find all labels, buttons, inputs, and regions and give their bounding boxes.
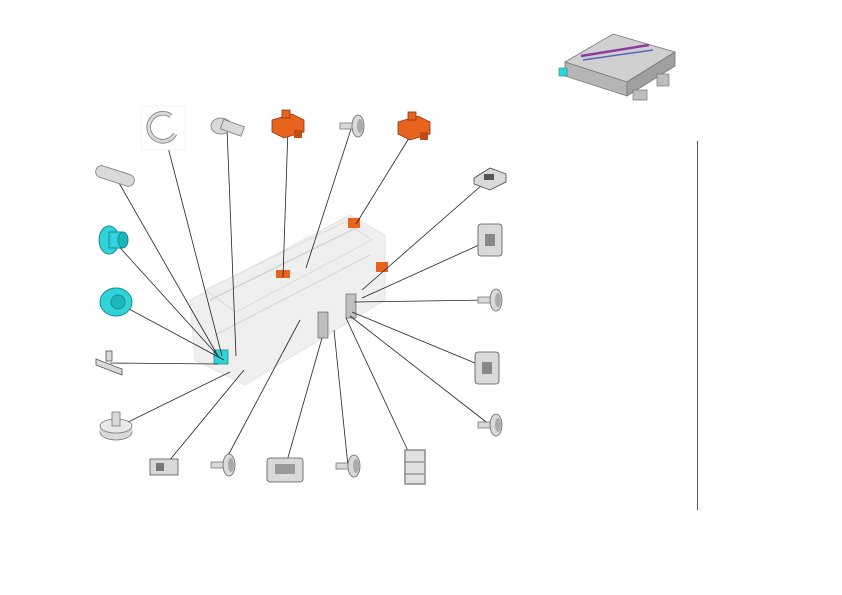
leader-line-cyan-bushing [115, 301, 225, 361]
clip-icon [473, 167, 507, 191]
leader-line-screw-bottom-small [222, 319, 301, 466]
leader-line-holder-right [361, 239, 491, 299]
leader-line-e-ring [162, 127, 223, 357]
holder-icon [477, 223, 503, 257]
holder-icon [474, 351, 500, 385]
e-ring-icon [140, 105, 186, 151]
part-icons [95, 105, 507, 485]
screw-icon [477, 413, 503, 437]
ghost-orange-part [376, 262, 388, 272]
leader-line-latch-bottom [163, 369, 245, 468]
leader-line-shoulder-screw-top [305, 125, 353, 269]
leader-line-screw-right [353, 299, 491, 303]
screw-icon [335, 454, 361, 478]
ghost-bracket [317, 311, 329, 339]
leader-line-cyan-gear [112, 239, 221, 359]
ghost-gear [213, 349, 229, 365]
leader-line-cam [115, 371, 231, 429]
assembly-thumbnail-body [558, 33, 676, 101]
screw-icon [210, 453, 236, 477]
bushing-icon [99, 287, 133, 317]
leader-line-orange-bracket-small [282, 127, 289, 278]
ghost-rail [214, 254, 371, 336]
latch-icon [149, 458, 179, 476]
ghost-top-face [204, 221, 373, 313]
shaft-icon [95, 165, 135, 187]
leader-line-orange-bracket-large [355, 129, 415, 225]
lever-icon [95, 350, 123, 376]
frame-icon [266, 457, 304, 483]
leader-line-plate-bottom [345, 317, 416, 467]
ghost-orange-part [348, 218, 360, 228]
leader-line-bracket-right [351, 311, 488, 369]
leader-lines [109, 125, 491, 469]
leader-line-clip-right-top [361, 177, 491, 291]
ghost-bracket [345, 293, 357, 319]
bracket-icon [397, 111, 431, 141]
cam-icon [99, 411, 133, 441]
plate-icon [404, 449, 426, 485]
assembly-thumbnail [558, 33, 676, 101]
leader-line-screw-right-bottom [349, 315, 491, 426]
vertical-divider [697, 141, 698, 510]
leader-line-frame-bottom [284, 337, 323, 469]
screw-icon [339, 114, 365, 138]
leader-line-shaft [114, 175, 219, 357]
leader-line-shoulder-screw-bottom [333, 329, 349, 467]
bracket-icon [271, 109, 305, 139]
ghost-assembly [189, 214, 388, 386]
screw-icon [477, 288, 503, 312]
leader-line-small-lever [109, 362, 219, 365]
pin-icon [210, 117, 245, 137]
ghost-rail [209, 225, 361, 301]
gear-icon [98, 225, 129, 255]
leader-line-pin [226, 127, 237, 357]
